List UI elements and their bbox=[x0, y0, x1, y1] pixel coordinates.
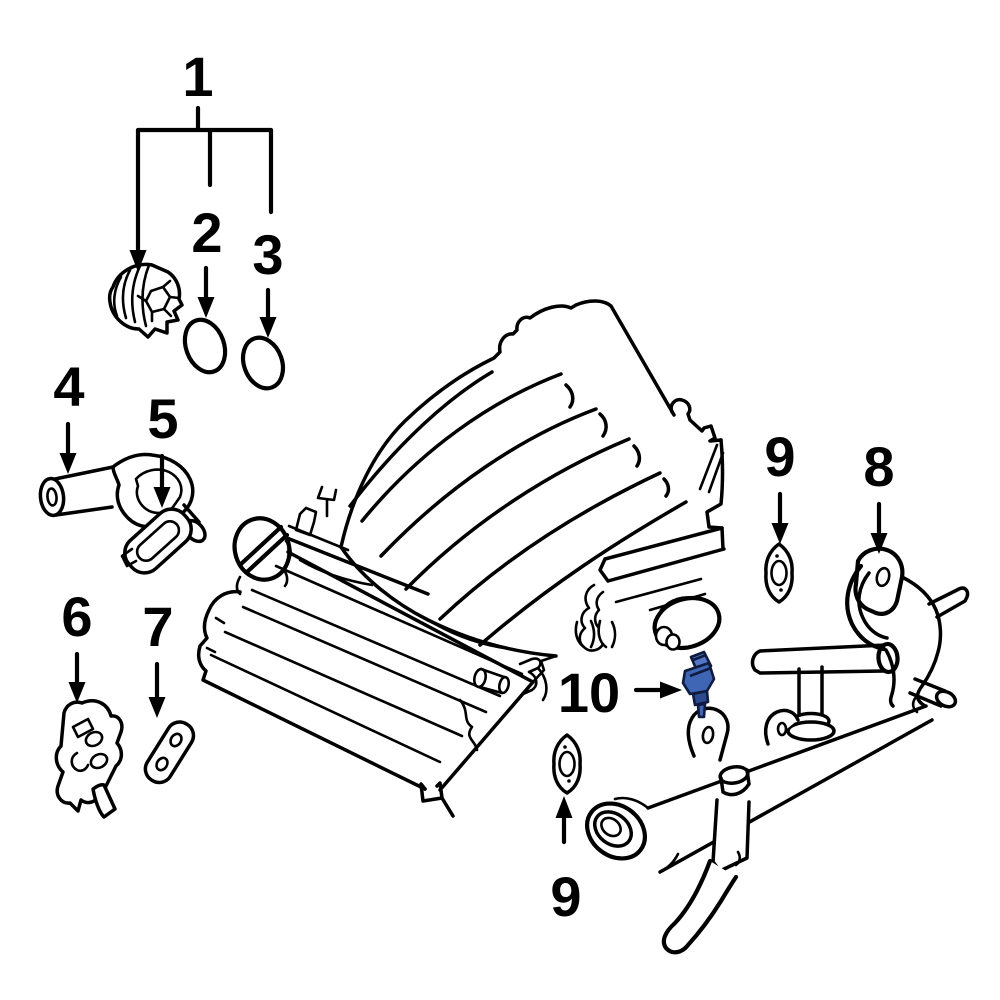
callout-9-top-label[interactable]: 9 bbox=[764, 425, 795, 488]
callout-1-label[interactable]: 1 bbox=[182, 45, 213, 108]
dipstick-tube-lines bbox=[698, 443, 725, 494]
callout-2[interactable]: 2 bbox=[191, 201, 223, 318]
callout-3-label[interactable]: 3 bbox=[252, 223, 283, 286]
callout-8-label[interactable]: 8 bbox=[863, 435, 894, 498]
callout-3[interactable]: 3 bbox=[252, 223, 284, 338]
callout-4[interactable]: 4 bbox=[53, 355, 85, 474]
callout-7[interactable]: 7 bbox=[142, 595, 174, 718]
part-8-water-outlet-pipe[interactable] bbox=[576, 546, 970, 955]
hose-arm bbox=[661, 858, 739, 955]
part-10-sensor-highlighted[interactable] bbox=[681, 650, 716, 719]
intake-runner-lines bbox=[348, 370, 688, 647]
callout-5[interactable]: 5 bbox=[147, 387, 179, 508]
bolt-detail bbox=[654, 625, 681, 651]
part-6-bracket[interactable] bbox=[54, 699, 124, 819]
callout-1[interactable]: 1 bbox=[129, 45, 274, 272]
callout-2-label[interactable]: 2 bbox=[191, 201, 222, 264]
callout-6-label[interactable]: 6 bbox=[61, 585, 92, 648]
callout-6[interactable]: 6 bbox=[61, 585, 93, 703]
part-9-gasket-bottom[interactable] bbox=[552, 733, 582, 795]
part-3-o-ring[interactable] bbox=[236, 332, 289, 394]
part-5-gasket[interactable] bbox=[118, 502, 198, 580]
mounting-ear bbox=[686, 706, 730, 762]
callout-9-top[interactable]: 9 bbox=[764, 425, 796, 544]
valve-cover-bolt-boss bbox=[473, 667, 511, 695]
intake-manifold-outline bbox=[339, 299, 676, 549]
intake-manifold-bottom-edge bbox=[339, 545, 558, 658]
callout-10-label[interactable]: 10 bbox=[558, 661, 620, 724]
callout-1-bracket bbox=[135, 105, 274, 255]
engine-assembly-illustration bbox=[196, 299, 726, 818]
callout-5-label[interactable]: 5 bbox=[147, 387, 178, 450]
callout-10[interactable]: 10 bbox=[558, 661, 682, 724]
manifold-flange-tabs bbox=[280, 485, 430, 596]
callout-7-label[interactable]: 7 bbox=[142, 595, 173, 658]
throttle-mount-bracket bbox=[598, 526, 726, 612]
part-7-gasket[interactable] bbox=[140, 717, 198, 787]
throttle-bracket-squiggles bbox=[518, 583, 617, 702]
part-1-valve[interactable] bbox=[107, 262, 184, 339]
thermostat-housing-rings bbox=[585, 801, 647, 861]
callout-8[interactable]: 8 bbox=[863, 435, 895, 554]
callout-4-label[interactable]: 4 bbox=[53, 355, 84, 418]
callout-1-arrowhead bbox=[129, 250, 147, 272]
part-9-gasket-top[interactable] bbox=[764, 542, 794, 604]
part-2-o-ring[interactable] bbox=[178, 314, 232, 378]
callout-9-bottom[interactable]: 9 bbox=[550, 796, 582, 928]
callout-9-bottom-label[interactable]: 9 bbox=[550, 865, 581, 928]
valve-cover bbox=[196, 516, 535, 818]
throttle-bore bbox=[652, 596, 722, 650]
